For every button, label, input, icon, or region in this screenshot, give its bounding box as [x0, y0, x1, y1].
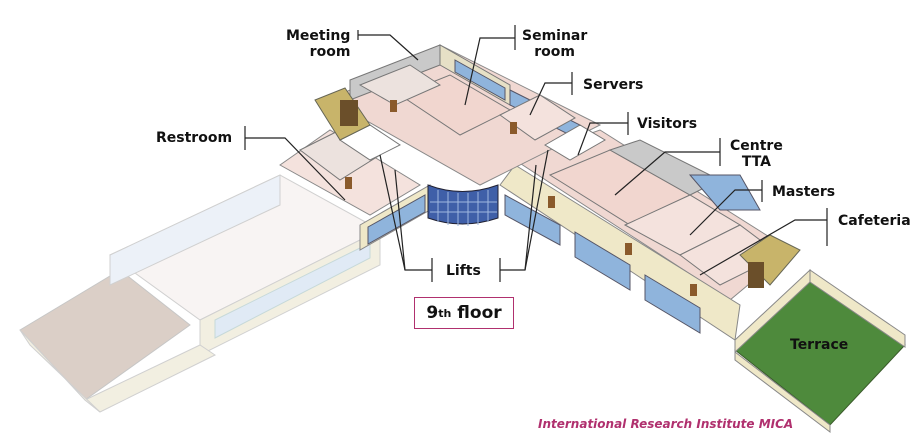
label-seminar-room: Seminar room [522, 28, 588, 60]
label-visitors: Visitors [637, 116, 698, 132]
left-wing-faded [19, 174, 382, 413]
credit-text: International Research Institute MICA [538, 417, 794, 431]
right-wing [499, 129, 801, 341]
leader-lines [244, 25, 828, 282]
label-lifts: Lifts [446, 263, 481, 279]
label-masters: Masters [772, 184, 836, 200]
label-terrace: Terrace [790, 337, 849, 353]
terrace [734, 268, 906, 434]
central-wing [279, 44, 697, 296]
front-facade [359, 184, 499, 251]
label-meeting-room: Meeting room [286, 28, 351, 60]
label-restroom: Restroom [156, 130, 233, 146]
label-cafeteria: Cafeteria [838, 213, 911, 229]
floor-suffix: th [438, 306, 452, 320]
label-servers: Servers [583, 77, 644, 93]
floor-number: 9 [426, 303, 439, 323]
label-centre-tta: Centre TTA [730, 138, 783, 170]
floor-word: floor [457, 303, 502, 323]
